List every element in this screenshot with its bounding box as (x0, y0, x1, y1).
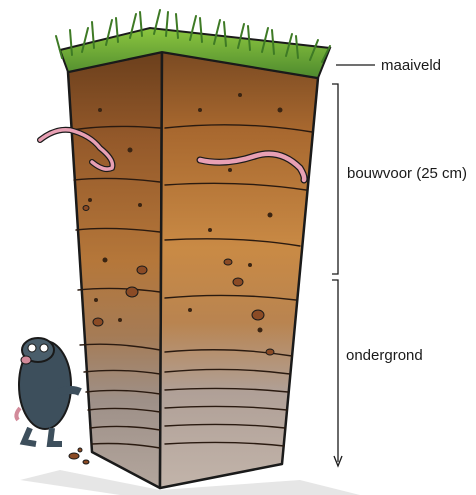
column-front-face (160, 52, 318, 488)
pebble-icon (69, 448, 89, 464)
subsoil-label: ondergrond (346, 348, 423, 363)
mole-icon (16, 338, 80, 444)
column-side-face (68, 52, 162, 488)
subsoil-bracket (332, 280, 338, 462)
surface-label: maaiveld (381, 58, 441, 73)
topsoil-label: bouwvoor (25 cm) (347, 166, 467, 181)
topsoil-bracket (332, 84, 338, 274)
